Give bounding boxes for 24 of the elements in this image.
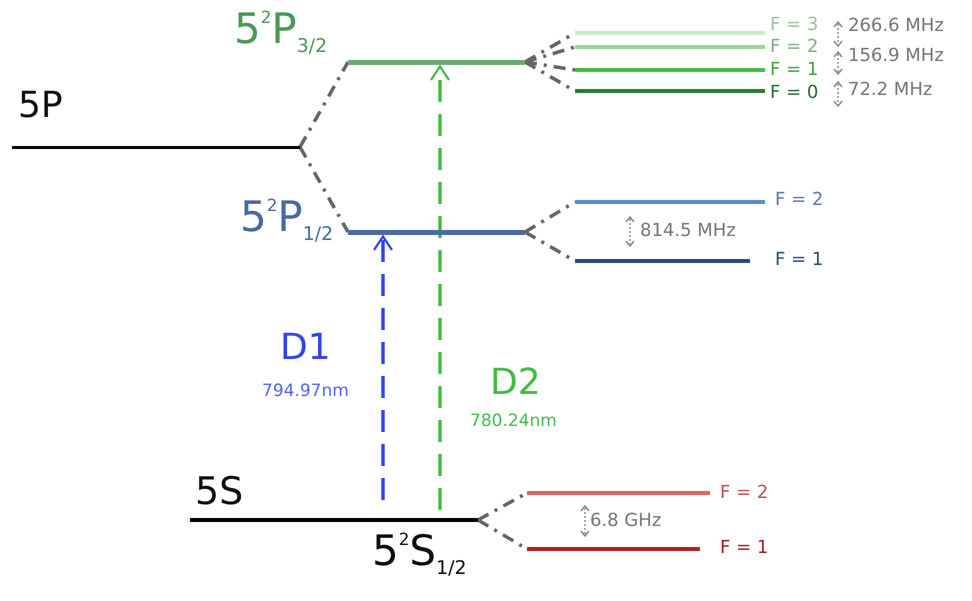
splitting-label: 72.2 MHz [848, 81, 932, 99]
level-label: F = 3 [770, 16, 818, 34]
level-label: F = 1 [775, 251, 824, 269]
level-label: 5S [195, 472, 244, 510]
splitting-label: 814.5 MHz [640, 222, 736, 240]
splitting-label: 266.6 MHz [848, 17, 944, 35]
splitting-label: 6.8 GHz [590, 512, 662, 530]
edge-label: D2 [490, 365, 541, 401]
level-label: F = 1 [720, 539, 768, 557]
level-label: F = 2 [775, 191, 824, 209]
level-label: F = 2 [770, 38, 818, 56]
level-label: F = 0 [770, 84, 818, 102]
splitting-line [524, 200, 576, 234]
transition-arrow [372, 235, 394, 500]
transition-arrow [430, 65, 450, 510]
splitting-label: 156.9 MHz [848, 47, 944, 65]
level-label: F = 1 [770, 61, 818, 79]
splitting-line [298, 61, 350, 148]
wavelength-label: 794.97nm [262, 383, 349, 400]
edge-label: D1 [280, 330, 331, 366]
splitting-line [298, 146, 350, 233]
level-label: 5P [18, 88, 63, 124]
wavelength-label: 780.24nm [470, 413, 557, 430]
level-label: F = 2 [720, 484, 768, 502]
